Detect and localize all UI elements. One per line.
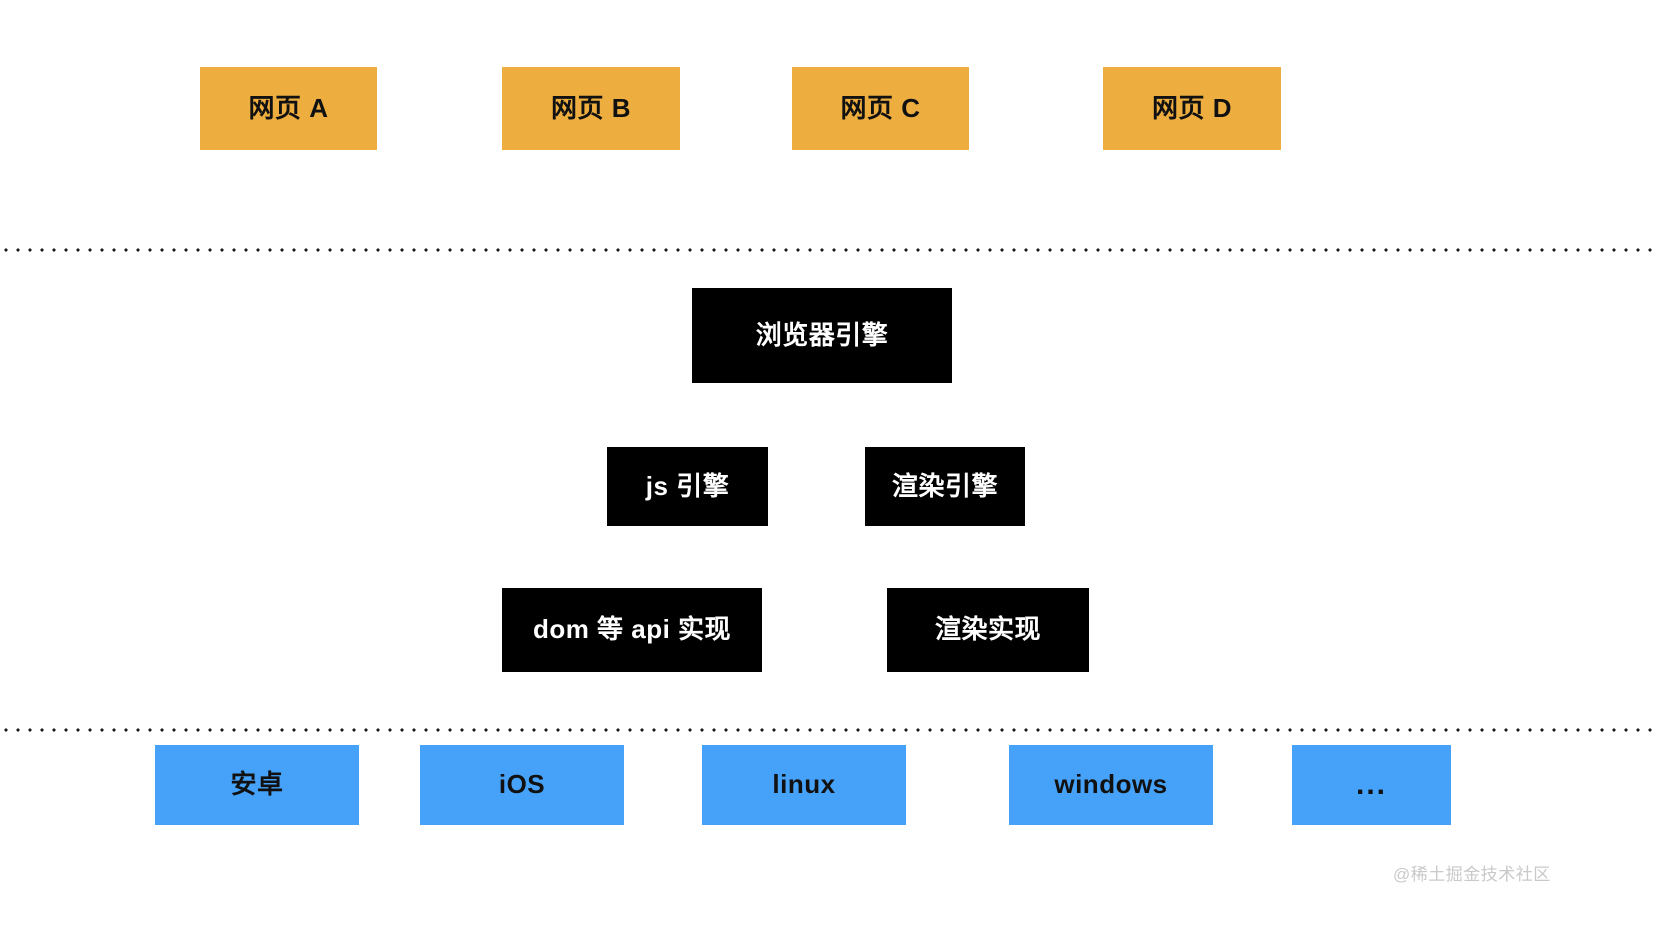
divider-pages-engine [0,248,1656,252]
node-os-windows[interactable]: windows [1009,745,1213,825]
node-render-engine[interactable]: 渲染引擎 [865,447,1025,526]
node-web-page-b[interactable]: 网页 B [502,67,680,150]
node-web-page-a[interactable]: 网页 A [200,67,377,150]
node-os-android[interactable]: 安卓 [155,745,359,825]
node-web-page-d[interactable]: 网页 D [1103,67,1281,150]
node-web-page-c[interactable]: 网页 C [792,67,969,150]
node-render-implementation[interactable]: 渲染实现 [887,588,1089,672]
node-os-linux[interactable]: linux [702,745,906,825]
node-browser-engine[interactable]: 浏览器引擎 [692,288,952,383]
node-os-more[interactable]: ... [1292,745,1451,825]
node-js-engine[interactable]: js 引擎 [607,447,768,526]
watermark: @稀土掘金技术社区 [1393,865,1551,884]
divider-engine-os [0,728,1656,732]
node-os-ios[interactable]: iOS [420,745,624,825]
node-dom-api-implementation[interactable]: dom 等 api 实现 [502,588,762,672]
